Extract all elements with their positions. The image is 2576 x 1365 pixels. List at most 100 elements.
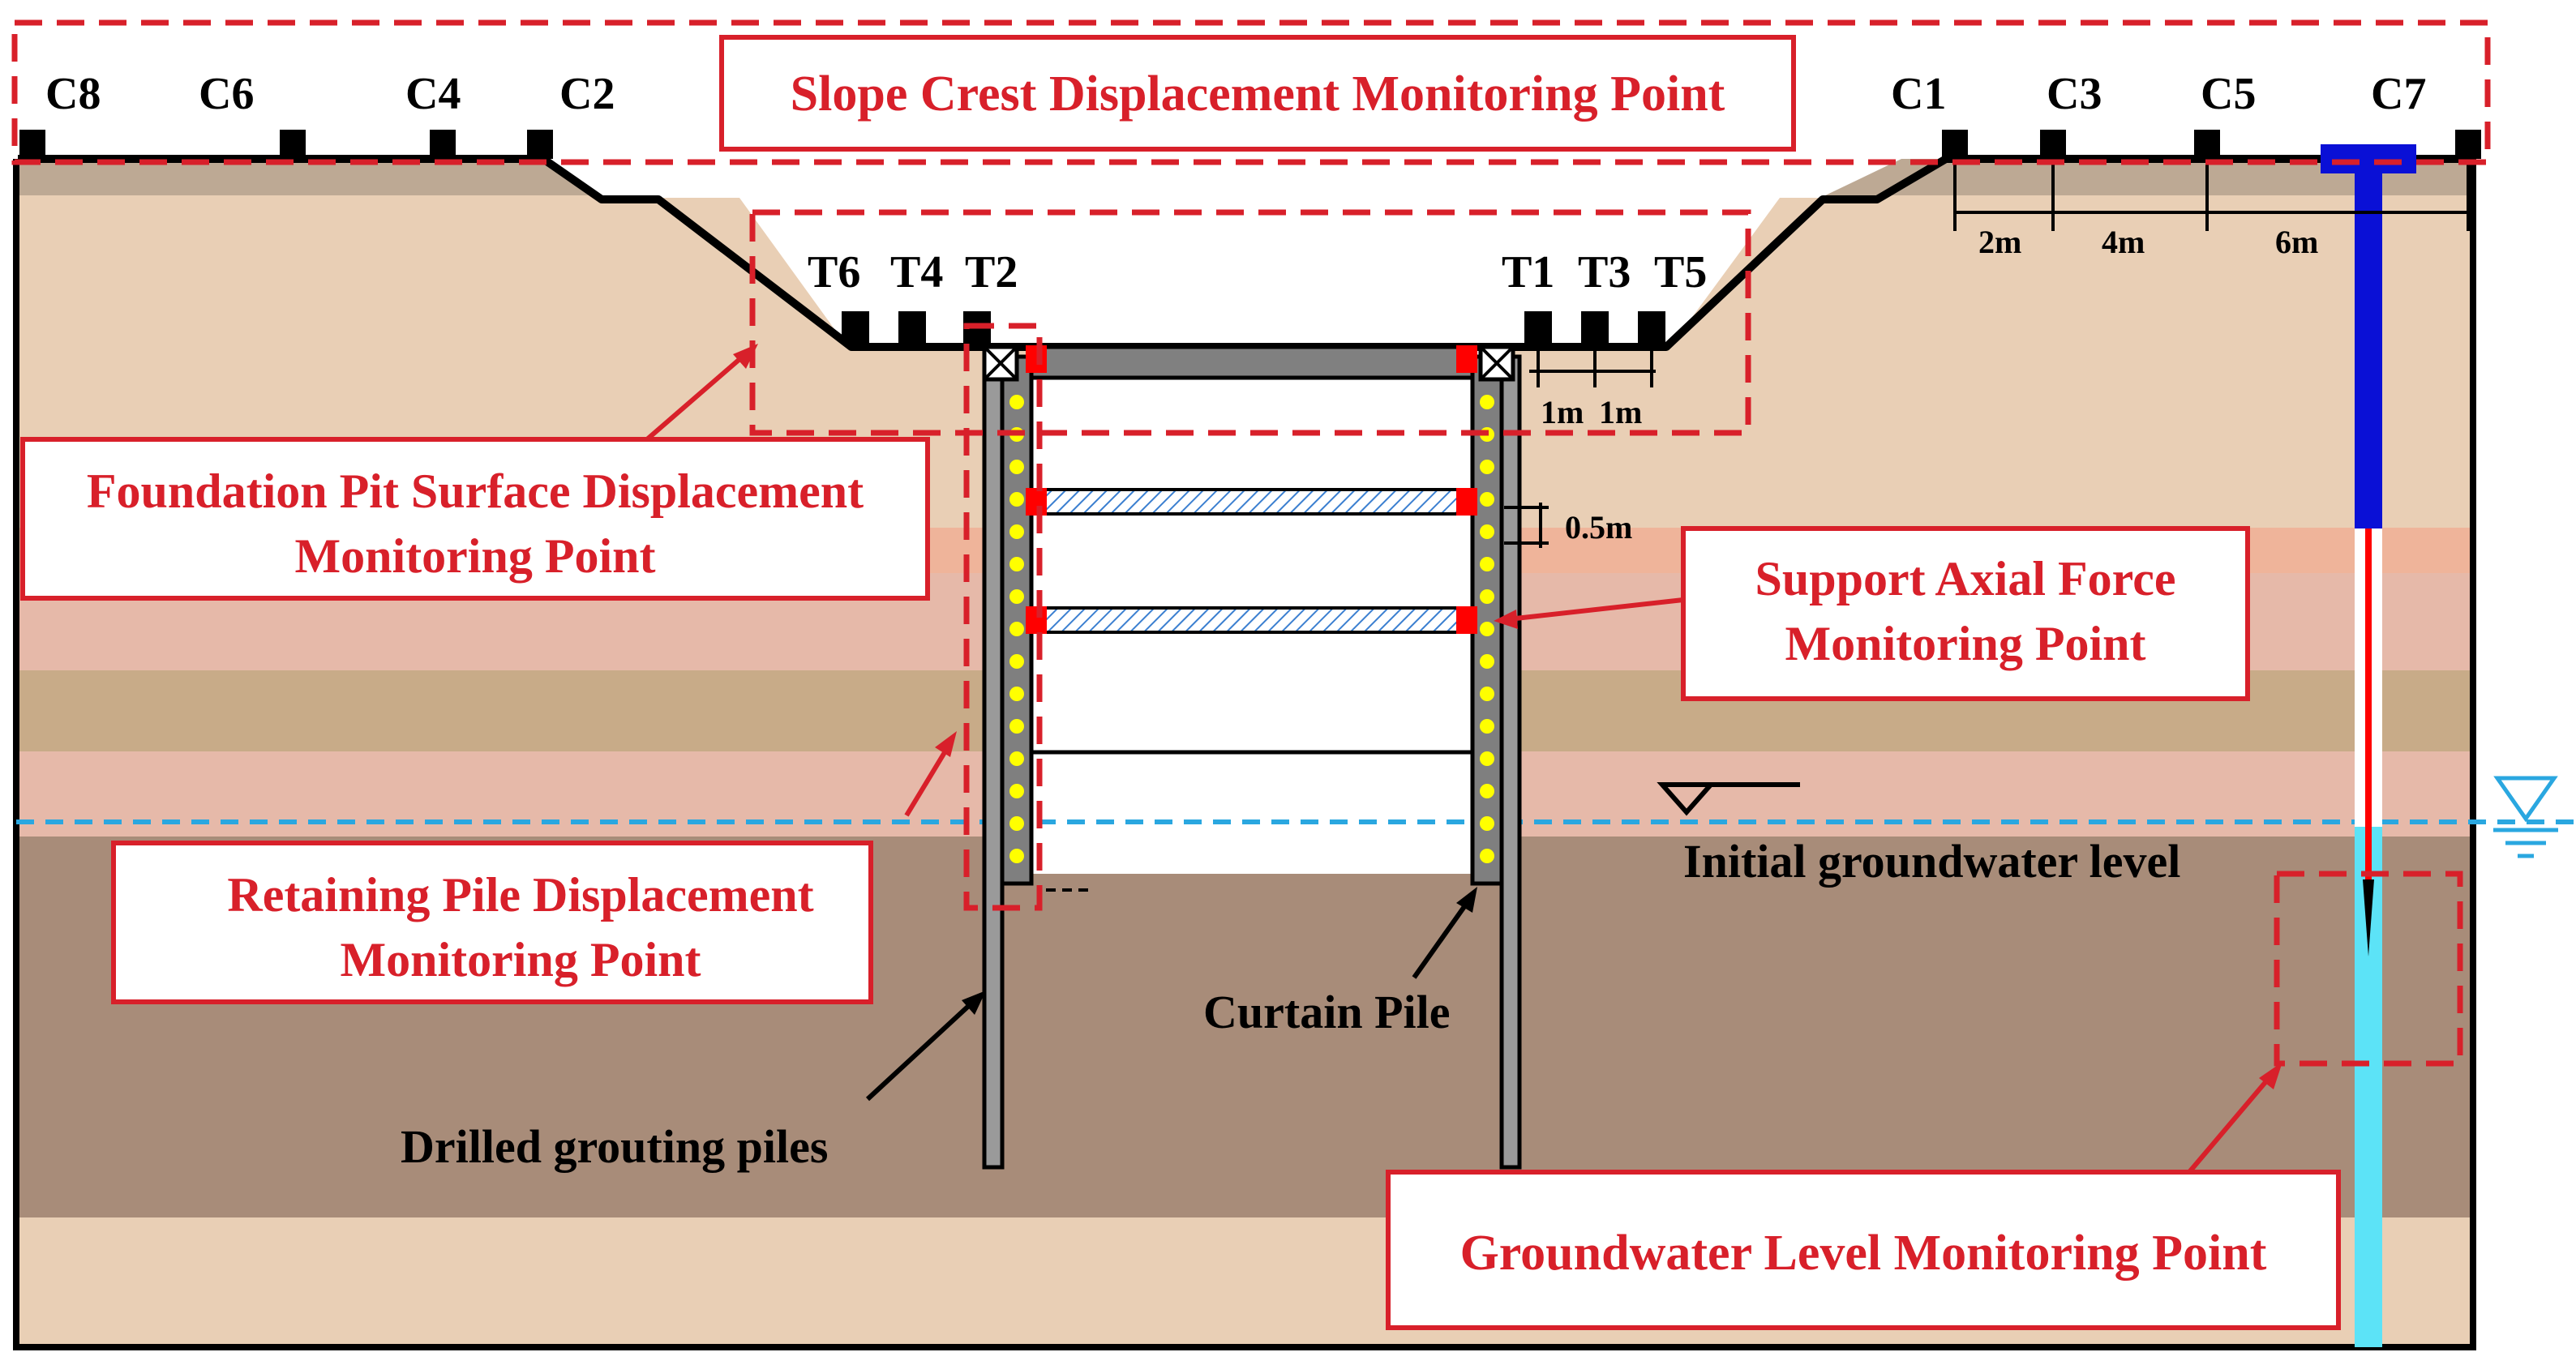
crest-frame bbox=[11, 19, 2491, 165]
inclinometer-dot-right-2 bbox=[1480, 460, 1494, 474]
inclinometer-dot-left-9 bbox=[1009, 687, 1024, 701]
crest-label-c5: C5 bbox=[2201, 69, 2256, 119]
retaining-pile-frame bbox=[963, 323, 1043, 911]
inclinometer-dot-right-8 bbox=[1480, 654, 1494, 669]
axial-sensor-right-2 bbox=[1456, 488, 1477, 516]
inclinometer-dot-right-13 bbox=[1480, 816, 1494, 831]
water-level-symbol-outer bbox=[2493, 776, 2558, 858]
well-pipe-blue bbox=[2355, 159, 2382, 528]
retaining-pile-title-1: Retaining Pile Displacement bbox=[227, 868, 813, 922]
strut-2 bbox=[1030, 606, 1474, 634]
inclinometer-dot-left-10 bbox=[1009, 719, 1024, 734]
pit-label-t3: T3 bbox=[1578, 247, 1631, 297]
axial-sensor-left-2 bbox=[1026, 488, 1047, 516]
inclinometer-dot-right-10 bbox=[1480, 719, 1494, 734]
crest-label-c1: C1 bbox=[1891, 69, 1946, 119]
inclinometer-dot-right-5 bbox=[1480, 557, 1494, 571]
dim-1m-b: 1m bbox=[1599, 394, 1642, 430]
probe-tip bbox=[2363, 879, 2374, 956]
inclinometer-dot-left-0 bbox=[1009, 395, 1024, 409]
inclinometer-dot-right-4 bbox=[1480, 524, 1494, 539]
crest-label-c6: C6 bbox=[199, 69, 254, 119]
support-axial-title-2: Monitoring Point bbox=[1785, 617, 2146, 670]
crest-dimensions bbox=[1953, 162, 2473, 231]
interval-dimension bbox=[1504, 503, 1549, 548]
crest-label-c7: C7 bbox=[2371, 69, 2426, 119]
inclinometer-dot-left-4 bbox=[1009, 524, 1024, 539]
pit-surface-title-1: Foundation Pit Surface Displacement bbox=[87, 464, 864, 518]
drilled-pile-left bbox=[982, 354, 1005, 1170]
crest-label-box bbox=[719, 35, 1796, 152]
pile-head-right bbox=[1478, 344, 1515, 382]
drilled-piles-label: Drilled grouting piles bbox=[401, 1120, 828, 1173]
supports bbox=[1026, 344, 1477, 755]
inclinometer-points-right bbox=[1480, 395, 1494, 863]
inclinometer-points-left bbox=[1009, 395, 1024, 863]
water-level-symbol-inner bbox=[1657, 782, 1800, 816]
crown-beam bbox=[1029, 344, 1475, 380]
crest-markers bbox=[19, 130, 2481, 159]
inclinometer-dot-right-7 bbox=[1480, 622, 1494, 636]
inclinometer-dot-right-0 bbox=[1480, 395, 1494, 409]
leader-arrows bbox=[645, 344, 2282, 1174]
axial-sensor-right-3 bbox=[1456, 606, 1477, 634]
callout-frames bbox=[11, 19, 2491, 1067]
pit-surface-frame bbox=[749, 209, 1751, 436]
pile-label-box bbox=[111, 841, 873, 1004]
inclinometer-dot-right-12 bbox=[1480, 784, 1494, 798]
inclinometer-dot-right-9 bbox=[1480, 687, 1494, 701]
dim-1m-a: 1m bbox=[1541, 394, 1584, 430]
drilled-pile-right bbox=[1499, 354, 1522, 1170]
pit-label-t6: T6 bbox=[808, 247, 860, 297]
inclinometer-dot-right-6 bbox=[1480, 589, 1494, 604]
label-boxes bbox=[20, 35, 2341, 1330]
axial-label-box bbox=[1681, 526, 2250, 701]
groundwater-title: Groundwater Level Monitoring Point bbox=[1460, 1226, 2267, 1281]
inclinometer-dot-left-12 bbox=[1009, 784, 1024, 798]
curtain-pile-label: Curtain Pile bbox=[1203, 986, 1450, 1038]
pit-label-t5: T5 bbox=[1654, 247, 1707, 297]
axial-sensor-right-1 bbox=[1456, 345, 1477, 373]
pit-surface-title-2: Monitoring Point bbox=[295, 529, 656, 583]
dim-6m: 6m bbox=[2275, 224, 2318, 260]
pit-label-box bbox=[20, 437, 930, 601]
dim-4m: 4m bbox=[2102, 224, 2145, 260]
inclinometer-dot-left-3 bbox=[1009, 492, 1024, 507]
support-axial-title-1: Support Axial Force bbox=[1755, 552, 2176, 605]
axial-sensor-left-3 bbox=[1026, 606, 1047, 634]
groundwater-well bbox=[2321, 144, 2416, 1347]
crest-label-c3: C3 bbox=[2047, 69, 2102, 119]
inclinometer-dot-left-6 bbox=[1009, 589, 1024, 604]
crest-point-labels: C8 C6 C4 C2 C1 C3 C5 C7 bbox=[45, 69, 2426, 119]
crest-label-c2: C2 bbox=[559, 69, 615, 119]
dim-0-5m: 0.5m bbox=[1565, 509, 1632, 546]
inclinometer-dot-left-5 bbox=[1009, 557, 1024, 571]
slope-crest-title: Slope Crest Displacement Monitoring Poin… bbox=[791, 66, 1725, 122]
groundwater-label-box bbox=[1386, 1170, 2341, 1330]
crest-label-c4: C4 bbox=[405, 69, 461, 119]
pile-head-left bbox=[982, 344, 1019, 382]
inclinometer-dot-left-14 bbox=[1009, 849, 1024, 863]
crest-label-c8: C8 bbox=[45, 69, 101, 119]
strut-1 bbox=[1030, 488, 1474, 516]
inclinometer-dot-left-11 bbox=[1009, 751, 1024, 766]
pit-dimensions bbox=[1529, 347, 1656, 387]
groundwater-frame bbox=[2274, 871, 2463, 1067]
dim-2m: 2m bbox=[1978, 224, 2021, 260]
pit-label-t1: T1 bbox=[1502, 247, 1554, 297]
inclinometer-dot-left-13 bbox=[1009, 816, 1024, 831]
inclinometer-dot-left-2 bbox=[1009, 460, 1024, 474]
excavation-area bbox=[0, 0, 2576, 347]
retaining-pile-title-2: Monitoring Point bbox=[341, 933, 701, 986]
inclinometer-dot-left-7 bbox=[1009, 622, 1024, 636]
axial-sensor-left-1 bbox=[1026, 345, 1047, 373]
well-cap bbox=[2321, 144, 2416, 173]
inclinometer-dot-left-8 bbox=[1009, 654, 1024, 669]
frame-border bbox=[13, 159, 2476, 1350]
inclinometer-dot-right-14 bbox=[1480, 849, 1494, 863]
pit-label-t2: T2 bbox=[965, 247, 1018, 297]
initial-groundwater-label: Initial groundwater level bbox=[1683, 835, 2180, 888]
inclinometer-dot-right-11 bbox=[1480, 751, 1494, 766]
